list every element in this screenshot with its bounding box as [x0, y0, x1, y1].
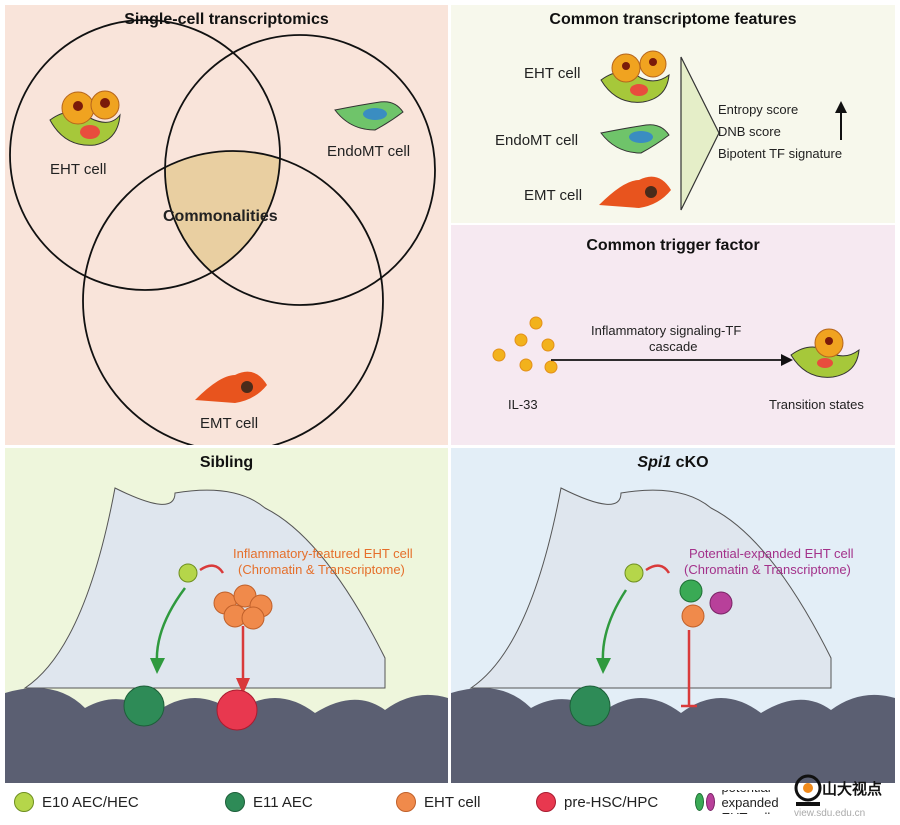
legend-label-e11: E11 AEC — [253, 793, 313, 811]
venn-panel: Single-cell transcriptomics EHT cell End… — [5, 5, 448, 445]
legend-label-e10: E10 AEC/HEC — [42, 793, 139, 811]
features-emt-icon — [599, 176, 671, 208]
cko-aorta-diagram — [451, 487, 895, 783]
cko-title: Spi1 cKO — [451, 454, 895, 472]
legend-label-potential: potential-expanded EHT cell — [721, 790, 779, 814]
features-score-dnb: DNB score — [718, 124, 781, 139]
features-cell-endomt: EndoMT cell — [495, 132, 579, 149]
features-panel: Common transcriptome features EHT cell E… — [451, 5, 895, 223]
features-cell-eht: EHT cell — [524, 65, 581, 82]
watermark-logo-icon — [794, 774, 822, 806]
legend-item-prehsc: pre-HSC/HPC — [536, 790, 658, 814]
trigger-arrow-label-2: cascade — [649, 339, 698, 354]
legend-label-prehsc: pre-HSC/HPC — [564, 793, 659, 811]
venn-label-eht: EHT cell — [50, 161, 107, 178]
watermark-url: view.sdu.edu.cn — [794, 808, 866, 819]
sibling-e10-cell — [178, 563, 198, 583]
legend-label-eht: EHT cell — [424, 793, 481, 811]
cko-e11-cell — [569, 685, 611, 727]
features-score-entropy: Entropy score — [718, 102, 799, 117]
trigger-diagram — [492, 316, 860, 378]
cko-arrows — [596, 564, 697, 708]
legend-dot-prehsc — [536, 792, 556, 812]
sibling-e11-cell — [123, 685, 165, 727]
eht-cell-icon — [49, 90, 121, 146]
features-score-bipotent: Bipotent TF signature — [718, 146, 843, 161]
cko-title-gene: Spi1 — [637, 454, 672, 471]
venn-diagram — [9, 19, 436, 445]
venn-label-emt: EMT cell — [200, 415, 259, 432]
trigger-panel: Common trigger factor Inflammatory signa… — [451, 225, 895, 445]
endomt-cell-icon — [334, 101, 404, 131]
cko-title-rest: cKO — [671, 454, 709, 471]
cko-annotation-1: Potential-expanded EHT cell — [689, 546, 854, 561]
legend-item-e10: E10 AEC/HEC — [14, 790, 139, 814]
cko-annotation-2: (Chromatin & Transcriptome) — [684, 562, 851, 577]
trigger-right-label: Transition states — [769, 397, 864, 412]
trigger-title: Common trigger factor — [586, 237, 760, 254]
watermark: 山大视点 view.sdu.edu.cn — [792, 770, 897, 822]
trigger-left-label: IL-33 — [508, 397, 538, 412]
features-cell-emt: EMT cell — [524, 187, 583, 204]
venn-label-endomt: EndoMT cell — [327, 143, 411, 160]
sibling-eht-cluster — [213, 584, 273, 630]
transition-state-icon — [790, 328, 860, 378]
emt-cell-icon — [195, 371, 267, 403]
sibling-aorta-diagram — [5, 487, 448, 783]
legend-dot-e11 — [225, 792, 245, 812]
sibling-annotation-2: (Chromatin & Transcriptome) — [238, 562, 405, 577]
legend-dot-potential-green — [695, 793, 705, 811]
features-arrow — [599, 50, 847, 211]
cko-orange-eht-cell — [681, 604, 705, 628]
cko-purple-eht-cell — [709, 591, 733, 615]
features-eht-icon — [600, 50, 670, 103]
trigger-arrow-label-1: Inflammatory signaling-TF — [591, 323, 742, 338]
watermark-text: 山大视点 — [822, 781, 883, 798]
sibling-title: Sibling — [199, 454, 254, 471]
legend-item-potential: potential-expanded EHT cell — [695, 790, 795, 814]
legend-dot-e10 — [14, 792, 34, 812]
sibling-arrows — [150, 564, 250, 694]
legend-dot-eht — [396, 792, 416, 812]
features-title: Common transcriptome features — [549, 11, 797, 28]
venn-title: Single-cell transcriptomics — [124, 11, 329, 28]
legend-item-eht: EHT cell — [396, 790, 480, 814]
legend-item-e11: E11 AEC — [225, 790, 313, 814]
il33-cluster-icon — [492, 316, 558, 374]
sibling-panel: Sibling Inflammatory-featured EHT cell (… — [5, 448, 448, 783]
legend-dot-potential-purple — [706, 793, 716, 811]
cko-e10-cell — [624, 563, 644, 583]
cko-panel: Spi1 cKO Potential-expanded EHT cell (Ch… — [451, 448, 895, 783]
cko-green-eht-cell — [679, 579, 703, 603]
sibling-annotation-1: Inflammatory-featured EHT cell — [233, 546, 413, 561]
sibling-prehsc-cell — [216, 689, 258, 731]
features-endomt-icon — [600, 124, 670, 154]
venn-label-center: Commonalities — [163, 208, 278, 225]
